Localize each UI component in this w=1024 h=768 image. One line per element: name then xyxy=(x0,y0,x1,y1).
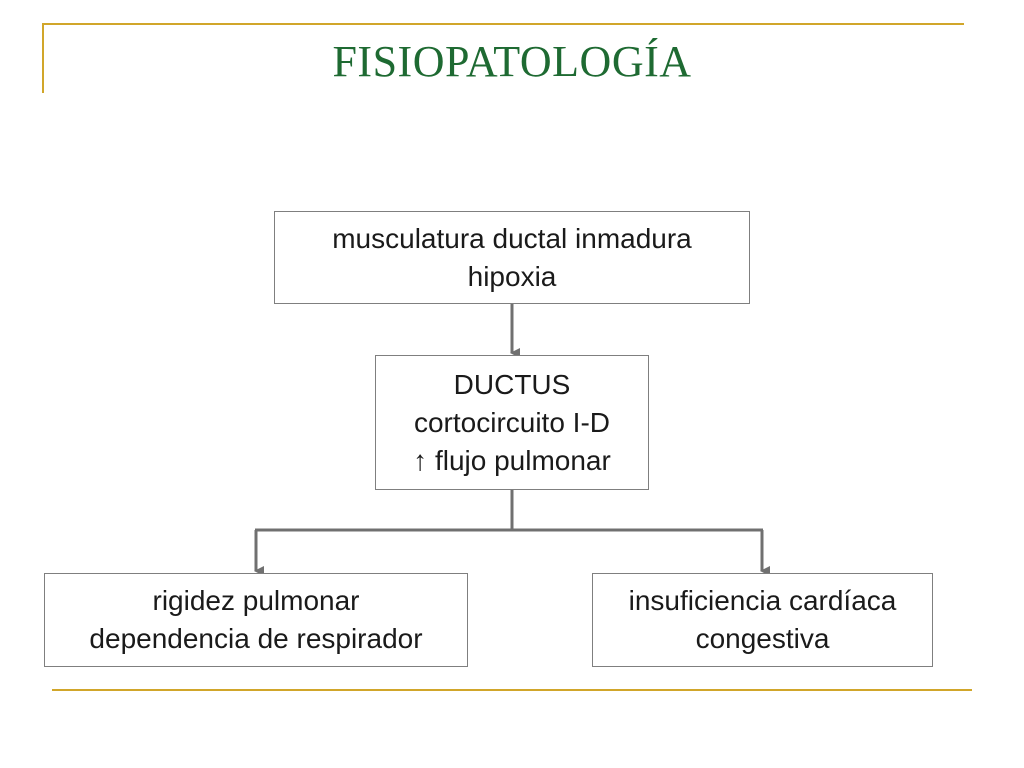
bottom-accent-line xyxy=(52,689,972,691)
ductus-line-2: cortocircuito I-D xyxy=(413,406,611,438)
left-accent-line xyxy=(42,23,44,93)
heart-effect-line-2: congestiva xyxy=(695,623,830,654)
heart-effect-box: insuficiencia cardíaca congestiva xyxy=(592,573,933,667)
ductus-line-3: ↑ flujo pulmonar xyxy=(413,444,611,476)
lung-effect-line-2: dependencia de respirador xyxy=(89,623,423,654)
cause-box: musculatura ductal inmadura hipoxia xyxy=(274,211,750,304)
ductus-box: DUCTUS cortocircuito I-D ↑ flujo pulmona… xyxy=(375,355,649,490)
lung-effect-box: rigidez pulmonar dependencia de respirad… xyxy=(44,573,468,667)
top-accent-line xyxy=(42,23,964,25)
ductus-line-1: DUCTUS xyxy=(453,368,571,400)
lung-effect-line-1: rigidez pulmonar xyxy=(152,585,360,616)
cause-line-2: hipoxia xyxy=(467,260,557,292)
slide-title: FISIOPATOLOGÍA xyxy=(332,37,692,86)
heart-effect-line-1: insuficiencia cardíaca xyxy=(628,585,897,616)
cause-line-1: musculatura ductal inmadura xyxy=(332,222,692,254)
